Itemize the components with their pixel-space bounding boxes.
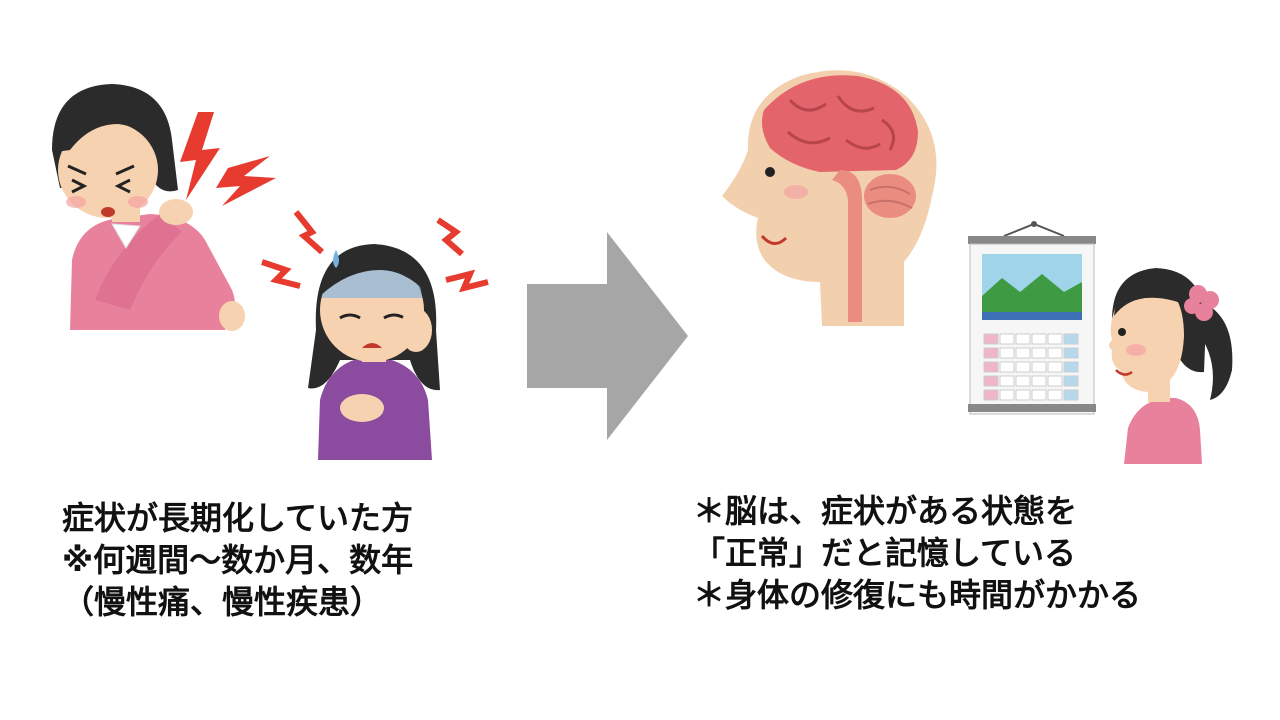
right-arrow-icon (527, 232, 688, 440)
left-caption: 症状が長期化していた方 ※何週間〜数か月、数年 （慢性痛、慢性疾患） (62, 497, 413, 623)
calendar-grid (983, 333, 1079, 401)
woman-shoulder-pain-illustration (52, 84, 276, 331)
left-caption-line-3: （慢性痛、慢性疾患） (62, 583, 383, 621)
right-caption: ＊脳は、症状がある状態を 「正常」だと記憶している ＊身体の修復にも時間がかかる (693, 490, 1141, 616)
left-caption-line-1: 症状が長期化していた方 (62, 499, 414, 537)
woman-headache-illustration (261, 210, 489, 460)
girl-illustration (1109, 268, 1233, 464)
right-caption-line-3: ＊身体の修復にも時間がかかる (693, 576, 1142, 614)
brain-head-illustration (722, 70, 937, 326)
left-caption-line-2: ※何週間〜数か月、数年 (62, 541, 414, 579)
right-caption-line-2: 「正常」だと記憶している (693, 534, 1077, 572)
right-caption-line-1: ＊脳は、症状がある状態を (693, 492, 1078, 530)
calendar-illustration (968, 221, 1096, 415)
